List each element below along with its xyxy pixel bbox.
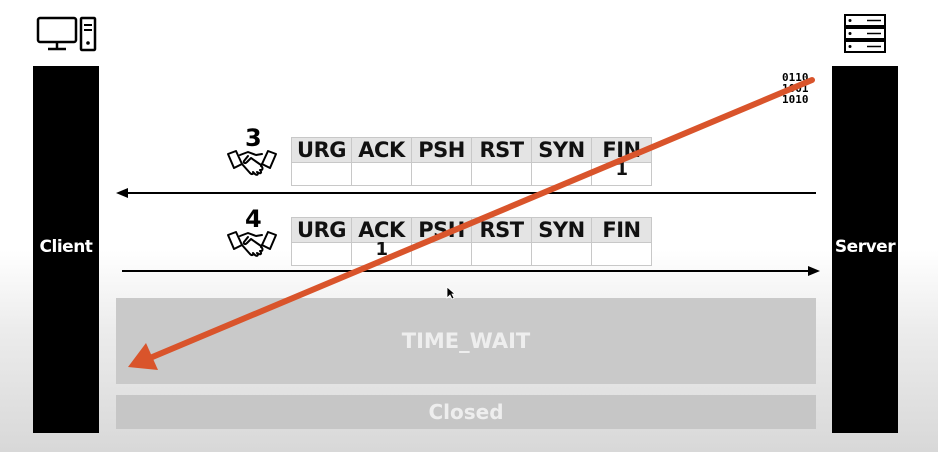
closed-label: Closed	[428, 400, 504, 424]
data-bits-line: 0110	[782, 71, 809, 84]
flag-header-ack: ACK	[351, 137, 412, 163]
mouse-cursor-icon	[446, 286, 456, 300]
flag-header-ack: ACK	[351, 217, 412, 243]
server-label: Server	[834, 237, 896, 257]
flag-header-psh: PSH	[411, 137, 472, 163]
arrow-client-to-server	[122, 266, 820, 276]
flag-value-syn	[531, 242, 592, 266]
closed-box: Closed	[116, 395, 816, 429]
flag-header-rst: RST	[471, 137, 532, 163]
flag-header-rst: RST	[471, 217, 532, 243]
flag-value-urg	[291, 162, 352, 186]
client-bar: Client	[33, 66, 99, 433]
flag-value-ack: 1	[351, 241, 412, 266]
flag-header-fin: FIN	[591, 217, 652, 243]
tcp-flags-table-step-3: URG ACK PSH RST SYN FIN 1	[291, 137, 652, 186]
data-bits-line: 1010	[782, 93, 809, 106]
arrow-server-to-client	[116, 188, 816, 198]
flag-header-urg: URG	[291, 137, 352, 163]
time-wait-box: TIME_WAIT	[116, 298, 816, 384]
flag-value-fin	[591, 242, 652, 266]
handshake-icon	[227, 231, 277, 257]
desktop-computer-icon	[36, 16, 97, 52]
step-number: 4	[245, 205, 262, 233]
server-rack-icon	[844, 14, 886, 53]
flag-header-syn: SYN	[531, 137, 592, 163]
server-bar: Server	[832, 66, 898, 433]
handshake-icon	[227, 150, 277, 176]
flag-value-ack	[351, 162, 412, 186]
flag-value-rst	[471, 242, 532, 266]
flag-header-urg: URG	[291, 217, 352, 243]
client-label: Client	[39, 237, 93, 257]
step-number: 3	[245, 124, 262, 152]
time-wait-label: TIME_WAIT	[401, 329, 531, 353]
flag-value-urg	[291, 242, 352, 266]
flag-header-syn: SYN	[531, 217, 592, 243]
flag-value-psh	[411, 162, 472, 186]
